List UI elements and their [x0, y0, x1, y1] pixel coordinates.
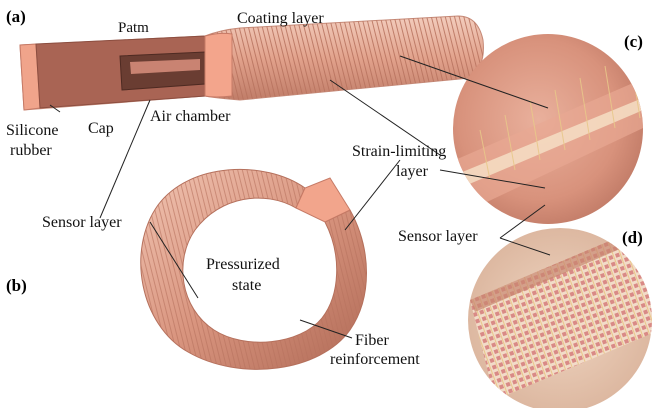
panel-label-b: (b): [6, 276, 27, 295]
strain-limiting-label-line1: Strain-limiting: [352, 143, 446, 160]
fiber-label-line1: Fiber: [355, 332, 389, 349]
sensor-layer-label-right: Sensor layer: [398, 228, 478, 245]
leader-strain-b: [345, 160, 400, 230]
zoom-inset-d: [468, 228, 657, 408]
panel-label-a: (a): [6, 7, 26, 26]
coating-layer-label: Coating layer: [237, 10, 324, 27]
strain-limiting-label-line2: layer: [396, 163, 429, 180]
actuator-tube: [20, 16, 483, 110]
silicone-label-line1: Silicone: [6, 122, 58, 139]
pressurized-label-line2: state: [232, 277, 261, 294]
cap-label: Cap: [88, 120, 114, 137]
pressurized-label-line1: Pressurized: [206, 256, 280, 273]
zoom-inset-c: [453, 34, 657, 224]
patm-label: Patm: [118, 20, 149, 36]
leader-sensor-a: [100, 100, 150, 218]
sensor-layer-label-left: Sensor layer: [42, 214, 122, 231]
coating-ribs: [205, 16, 483, 100]
panel-label-d: (d): [622, 228, 643, 247]
fiber-label-line2: reinforcement: [330, 351, 420, 368]
air-chamber-label: Air chamber: [150, 108, 231, 125]
panel-label-c: (c): [624, 32, 643, 51]
coating-cut-edge: [205, 33, 232, 97]
silicone-label-line2: rubber: [10, 142, 52, 159]
